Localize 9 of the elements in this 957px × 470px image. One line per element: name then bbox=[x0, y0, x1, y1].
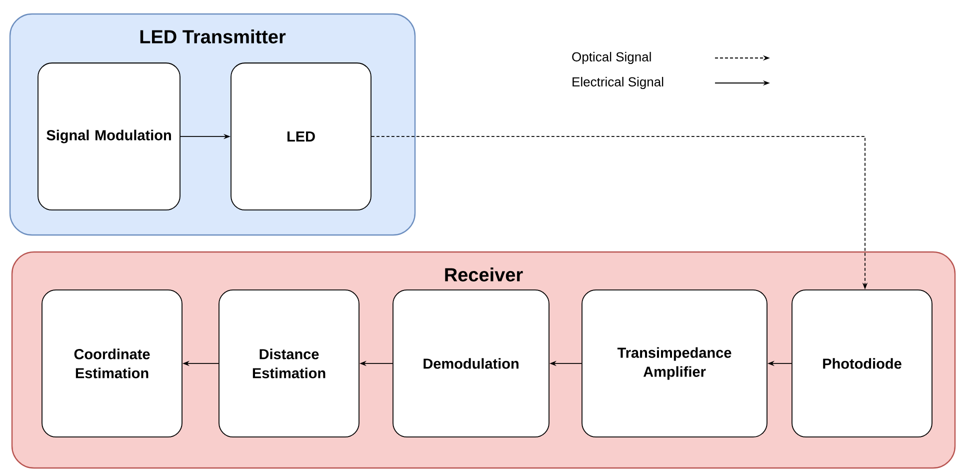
process-box: Coordinate Estimation bbox=[42, 290, 182, 438]
process-box: Photodiode bbox=[792, 290, 932, 438]
process-box: Transimpedance Amplifier bbox=[582, 290, 768, 438]
process-box: Demodulation bbox=[392, 290, 550, 438]
process-box: LED bbox=[230, 62, 372, 210]
process-box: Signal Modulation bbox=[38, 62, 180, 210]
process-box: Distance Estimation bbox=[218, 290, 360, 438]
legend-label: Electrical Signal bbox=[572, 76, 664, 90]
legend-label: Optical Signal bbox=[572, 52, 651, 64]
